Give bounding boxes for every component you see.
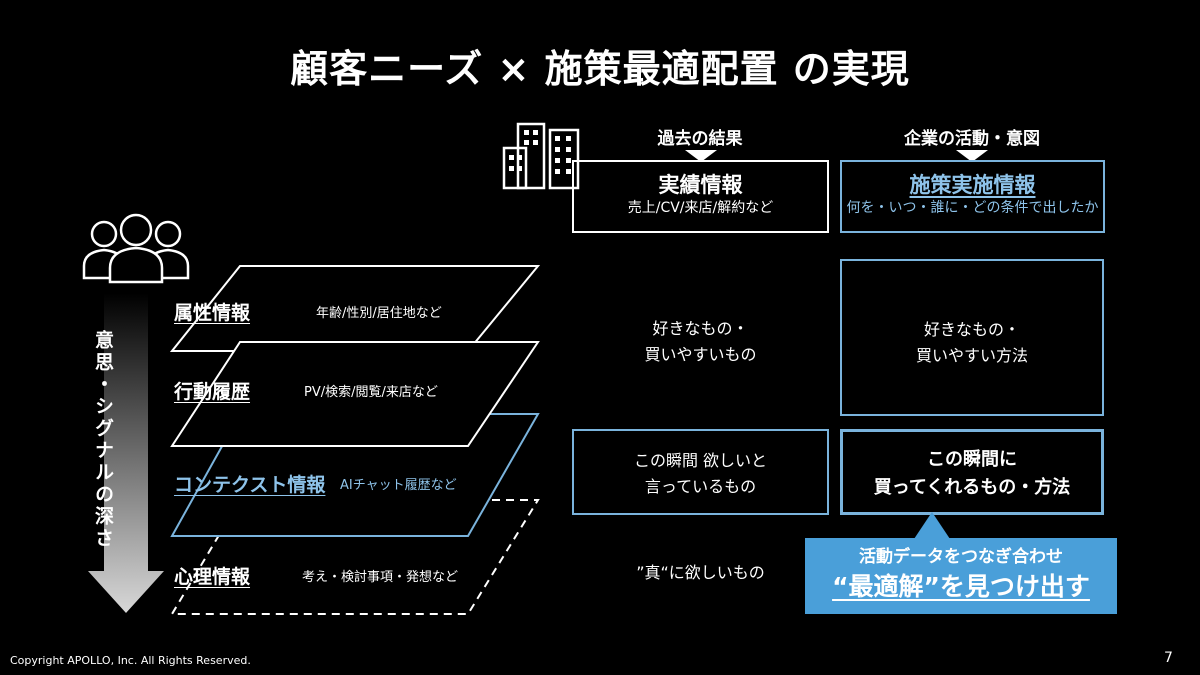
layer-sub-attribute: 年齢/性別/居住地など <box>316 306 442 321</box>
copyright: Copyright APOLLO, Inc. All Rights Reserv… <box>10 654 251 667</box>
row3-result-cell: ”真“に欲しいもの <box>636 563 765 582</box>
layer-sub-psychology: 考え・検討事項・発想など <box>302 570 459 585</box>
action-info-box: 施策実施情報 何を・いつ・誰に・どの条件で出したか <box>840 160 1105 233</box>
action-info-title: 施策実施情報 <box>909 173 1036 197</box>
layer-plane-2 <box>170 341 540 447</box>
callout-line1: 活動データをつなぎ合わせ <box>859 547 1063 567</box>
row1-result-cell: 好きなもの・ 買いやすいもの <box>644 319 757 364</box>
down-arrow-icon <box>88 293 164 613</box>
result-info-box: 実績情報 売上/CV/来店/解約など <box>572 160 829 233</box>
layer-label-context: コンテクスト情報 <box>174 474 326 496</box>
result-info-sub: 売上/CV/来店/解約など <box>627 200 774 216</box>
callout-pointer <box>912 512 952 542</box>
action-info-sub: 何を・いつ・誰に・どの条件で出したか <box>846 200 1099 216</box>
action-header-arrow-icon <box>956 150 988 162</box>
result-info-title: 実績情報 <box>658 173 743 197</box>
result-header: 過去の結果 <box>657 129 743 149</box>
row2-result-box: この瞬間 欲しいと 言っているもの <box>572 429 829 515</box>
page-number: 7 <box>1164 650 1173 666</box>
depth-label: 意思・シグナルの深さ <box>92 330 114 550</box>
layer-sub-behavior: PV/検索/閲覧/来店など <box>304 385 438 400</box>
result-header-arrow-icon <box>685 150 717 162</box>
layer-sub-context: AIチャット履歴など <box>340 478 457 493</box>
row1-action-box: 好きなもの・ 買いやすい方法 <box>840 259 1104 416</box>
layer-planes <box>170 265 541 615</box>
page-title: 顧客ニーズ × 施策最適配置 の実現 <box>290 47 910 91</box>
buildings-icon <box>502 122 580 190</box>
layer-label-attribute: 属性情報 <box>174 302 251 324</box>
row2-action-box: この瞬間に 買ってくれるもの・方法 <box>840 429 1104 515</box>
callout-box: 活動データをつなぎ合わせ “最適解”を見つけ出す <box>805 538 1117 614</box>
layer-label-behavior: 行動履歴 <box>174 381 251 403</box>
callout-line2: “最適解”を見つけ出す <box>832 572 1090 601</box>
action-header: 企業の活動・意図 <box>904 129 1040 149</box>
people-group-icon <box>82 213 190 284</box>
layer-label-psychology: 心理情報 <box>174 566 251 588</box>
